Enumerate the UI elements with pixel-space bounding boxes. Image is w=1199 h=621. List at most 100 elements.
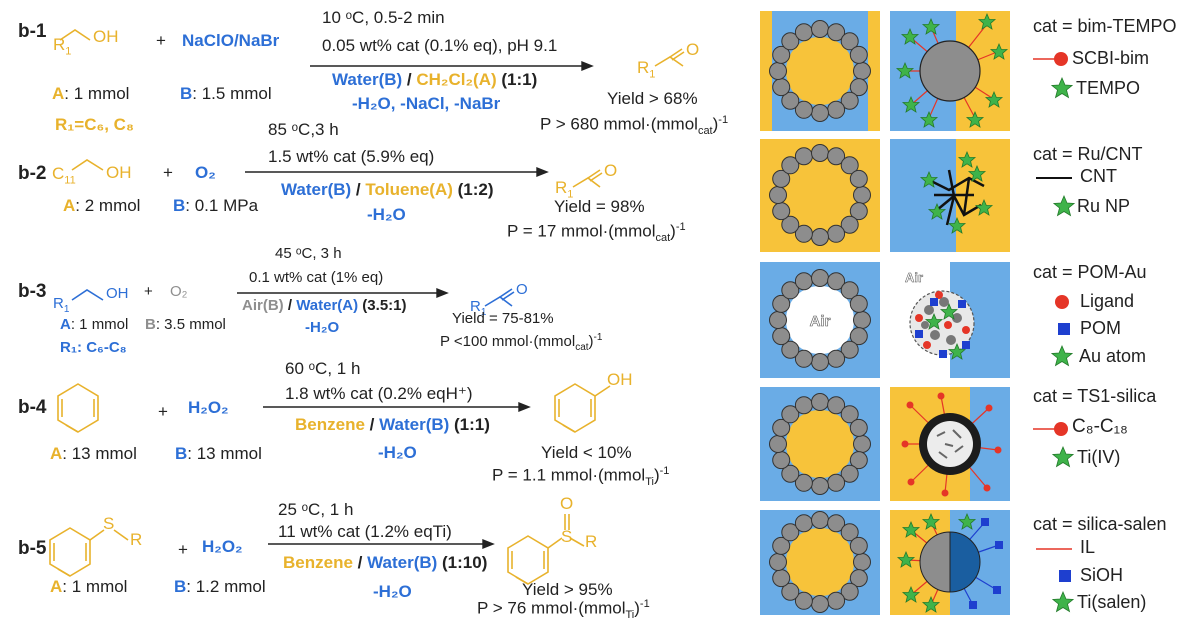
b3-productivity: P <100 mmol·(mmolcat)-1 — [440, 332, 602, 353]
b5-phase-sep: / — [352, 553, 368, 572]
b5-amount-a: A: 1 mmol — [50, 577, 127, 597]
b2-conditions-2: 1.5 wt% cat (5.9% eq) — [268, 147, 435, 166]
b5-p-text: P > 76 mmol·(mmol — [477, 598, 626, 618]
particle-bead — [849, 78, 868, 97]
legend-b3-star — [1051, 345, 1073, 367]
particle-bead — [769, 186, 787, 204]
b4-conditions-2: 1.8 wt% cat (0.2% eqH⁺) — [285, 384, 473, 403]
legend-b2-item-2: Ru NP — [1077, 196, 1131, 216]
particle-bead — [781, 281, 800, 300]
particle-bead — [772, 169, 791, 188]
particle-bead — [849, 202, 868, 221]
b5-product-o: O — [560, 494, 574, 513]
legend-b2-star — [1053, 195, 1075, 217]
b1-byproducts: -H₂O, -NaCl, -NaBr — [352, 94, 501, 113]
b4-phase-a: Benzene — [295, 415, 365, 434]
legend-b4-item-2: Ti(IV) — [1077, 447, 1121, 467]
particle-bead — [772, 294, 791, 313]
b4-yield: Yield < 10% — [541, 443, 632, 462]
b3-air-text-2: Air — [905, 270, 923, 285]
particle-bead — [781, 523, 800, 542]
reactions-canvas — [49, 29, 685, 585]
particle-bead — [769, 435, 787, 453]
b5-reactant-s: S — [103, 514, 115, 533]
panel-b5-particle — [890, 510, 1010, 615]
b1-phase-sep: / — [402, 70, 417, 89]
b2-byproducts: -H₂O — [367, 205, 406, 224]
panel-b2-particle — [890, 139, 1010, 252]
particle-bead — [794, 23, 813, 42]
b1-amount-b: B: 1.5 mmol — [180, 84, 272, 104]
particle-bead — [811, 511, 829, 529]
particle-bead — [840, 32, 859, 51]
b2-phase-a: Toluene(A) — [365, 180, 453, 199]
particle-bead — [840, 215, 859, 234]
b2-p-sup: -1 — [675, 221, 686, 233]
b1-p-text: P > 680 mmol·(mmol — [540, 114, 698, 134]
legend-b5-item-1: IL — [1080, 537, 1096, 557]
legend-b5-item-2: SiOH — [1080, 565, 1124, 585]
b5-productivity: P > 76 mmol·(mmolTi)-1 — [477, 598, 650, 621]
panels-canvas: Air Air — [760, 11, 1010, 615]
row-id-b2: b-2 — [18, 163, 47, 184]
b2-productivity: P = 17 mmol·(mmolcat)-1 — [507, 221, 686, 244]
row-id-b4: b-4 — [18, 397, 47, 418]
b4-b-letter: B — [175, 444, 188, 463]
particle-bead — [781, 582, 800, 601]
b3-phase-b: Air(B) — [242, 297, 284, 314]
particle-bead — [772, 418, 791, 437]
b4-p-sub: Ti — [645, 476, 654, 489]
b1-p-sub: cat — [697, 125, 713, 138]
particle-bead — [794, 396, 813, 415]
particle-bead — [840, 464, 859, 483]
legend-b1-star — [1051, 77, 1073, 99]
panel-b3-ring: Air — [760, 262, 880, 378]
particle-bead — [794, 147, 813, 166]
b2-phase-b: Water(B) — [281, 180, 352, 199]
particle-bead — [827, 514, 846, 533]
particle-bead — [811, 269, 829, 287]
b1-conditions-1: 10 ᵒC, 0.5-2 min — [322, 8, 445, 27]
particle-bead — [827, 396, 846, 415]
b2-c: C — [52, 164, 65, 183]
b5-b-amount: : 1.2 mmol — [186, 577, 266, 596]
particle-bead — [827, 272, 846, 291]
b3-amount-b: B: 3.5 mmol — [145, 316, 226, 333]
particle-bead — [849, 569, 868, 588]
particle-bead — [853, 553, 871, 571]
panel-b5-ring — [760, 510, 880, 615]
legend-b5-siOH-square — [1059, 570, 1071, 582]
b3-r-note: R₁: C₆-C₈ — [60, 339, 127, 356]
legend-b3-item-1: Ligand — [1080, 291, 1135, 311]
b3-conditions-1: 45 ᵒC, 3 h — [275, 245, 342, 262]
b3-plus: + — [144, 283, 153, 300]
particle-bead — [769, 311, 787, 329]
b4-p-sup: -1 — [659, 465, 670, 477]
b5-byproducts: -H₂O — [373, 582, 412, 601]
legend-b5-il-line — [1036, 548, 1072, 550]
b1-r-sub: 1 — [65, 45, 72, 58]
b5-a-amount: : 1 mmol — [62, 577, 128, 596]
b1-p-sup: -1 — [718, 114, 729, 126]
row-id-b3: b-3 — [18, 281, 47, 302]
particle-bead — [794, 100, 813, 119]
b4-a-amount: : 13 mmol — [62, 444, 137, 463]
b4-a-letter: A — [50, 444, 63, 463]
b4-p-text: P = 1.1 mmol·(mmol — [492, 465, 646, 485]
particle-bead — [827, 349, 846, 368]
b3-b-amount: : 3.5 mmol — [155, 316, 226, 333]
b4-plus: + — [158, 402, 168, 421]
b5-conditions-2: 11 wt% cat (1.2% eqTi) — [278, 522, 452, 541]
particle-bead — [811, 228, 829, 246]
particle-bead — [772, 202, 791, 221]
b2-reactant-a-oh: OH — [106, 163, 132, 182]
b4-amount-a: A: 13 mmol — [50, 444, 137, 464]
b2-amount-a: A: 2 mmol — [63, 196, 140, 216]
particle-bead — [849, 451, 868, 470]
b2-b-letter: B — [173, 196, 186, 215]
particle-bead — [811, 20, 829, 38]
legend-b4-item-1: C₈-C₁₈ — [1072, 416, 1128, 437]
particle-bead — [811, 393, 829, 411]
panel-b4-ring — [760, 387, 880, 501]
b5-phase-a: Benzene — [283, 553, 353, 572]
